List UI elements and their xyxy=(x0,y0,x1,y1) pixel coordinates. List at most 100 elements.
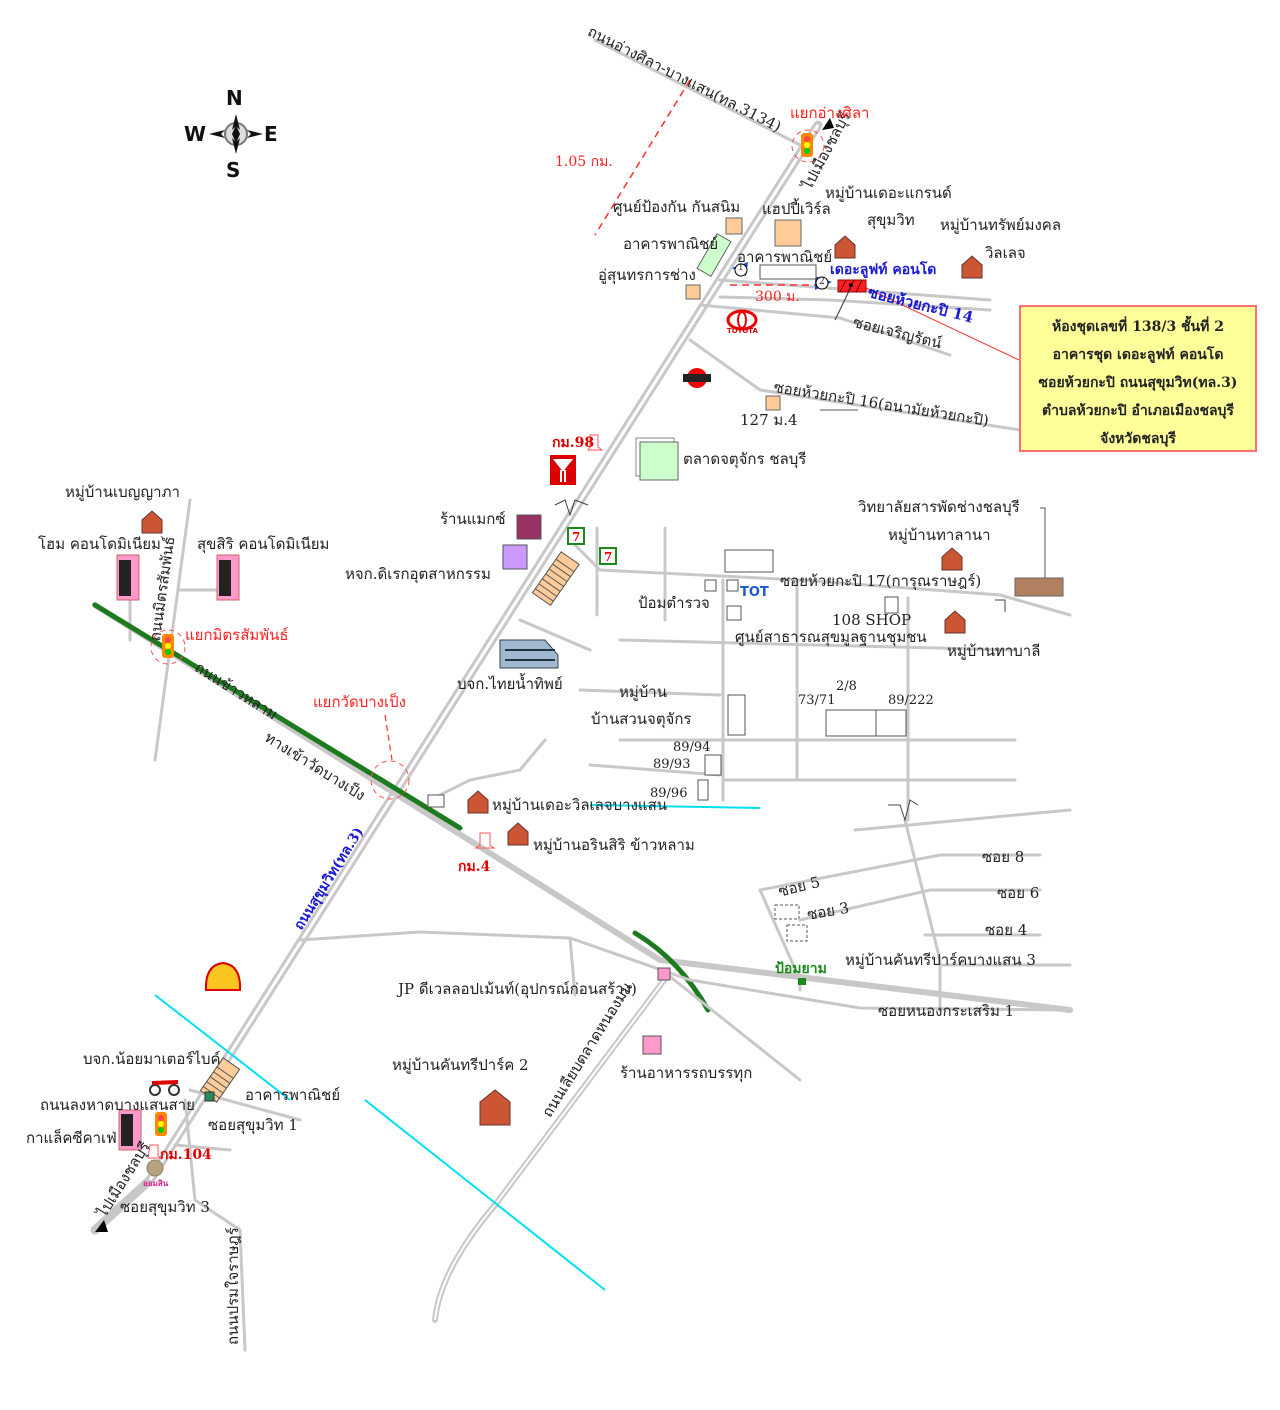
label-soi-8: ซอย 8 xyxy=(982,848,1025,866)
label-rot-bantuk-restaurant: ร้านอาหารรถบรรทุก xyxy=(620,1064,753,1082)
toyota-logo-icon xyxy=(726,309,758,331)
khao-lam-road xyxy=(92,602,463,831)
label-country-park-3: หมู่บ้านคันทรีปาร์คบางแสน 3 xyxy=(845,951,1036,969)
label-the-grand-village: หมู่บ้านเดอะแกรนด์ xyxy=(825,184,952,202)
building-max-shop xyxy=(516,514,542,540)
label-home-condo: โฮม คอนโดมิเนียม xyxy=(38,535,161,553)
label-lot-89-222: 89/222 xyxy=(888,693,934,708)
info-line: ซอยห้วยกะปิ ถนนสุขุมวิท(ทล.3) xyxy=(1038,375,1238,391)
seven-eleven-icon: 7 7 xyxy=(567,527,617,565)
ang-sila-road xyxy=(593,38,812,152)
label-lot-89-96: 89/96 xyxy=(650,786,688,801)
label-soontorn-garage: อู่สุนทรการช่าง xyxy=(598,266,696,284)
guard-post-icon xyxy=(798,978,806,985)
marker-2: 2 xyxy=(819,277,825,287)
tech-college-icon xyxy=(1014,577,1064,597)
info-line: ตำบลห้วยกะปิ อำเภอเมืองชลบุรี xyxy=(1042,403,1234,419)
label-tabali-village: หมู่บ้านทาบาลี xyxy=(947,642,1041,660)
building-commercial-1 xyxy=(696,232,732,278)
cyan-line-1 xyxy=(154,994,291,1101)
label-jatujak-market: ตลาดจตุจักร ชลบุรี xyxy=(683,450,807,468)
label-direct-industrial: หจก.ดิเรกอุตสาหกรรม xyxy=(345,565,491,583)
label-km104: กม.104 xyxy=(160,1147,212,1163)
label-soi-sukhumvit-1: ซอยสุขุมวิท 1 xyxy=(208,1116,298,1134)
north-arrow-icon xyxy=(822,118,834,130)
km-post-icon xyxy=(147,1144,163,1159)
km-post-icon xyxy=(587,434,604,451)
label-soi-sukhumvit-3: ซอยสุขุมวิท 3 xyxy=(120,1198,210,1216)
label-chonburi-tech-college: วิทยาลัยสารพัดช่างชลบุรี xyxy=(858,498,1020,516)
label-lot-89-94: 89/94 xyxy=(673,740,711,755)
soi-huai-kapi-16-road xyxy=(688,338,1022,432)
label-distance-condo: 300 ม. xyxy=(755,289,800,305)
label-ang-sila-intersection: แยกอ่างศิลา xyxy=(790,104,870,122)
label-lot-2-8: 2/8 xyxy=(836,679,857,694)
wat-bang-plueng-circle xyxy=(370,760,410,800)
label-sub-mongkol-village: หมู่บ้านทรัพย์มงคล xyxy=(940,216,1062,234)
green-road-segment xyxy=(632,930,711,1013)
mitsamphan-circle xyxy=(150,629,186,665)
label-soi-6: ซอย 6 xyxy=(997,884,1040,902)
label-prom-chairat-road: ถนนปรมใจราษฎร์ xyxy=(224,1227,242,1345)
label-happy-world: แฮปปี้เวิร์ล xyxy=(762,200,831,218)
south-arrow-icon xyxy=(95,1220,108,1232)
label-lot-73-71: 73/71 xyxy=(798,693,836,708)
address-info-box: ห้องชุดเลขที่ 138/3 ชั้นที่ 2 อาคารชุด เ… xyxy=(1019,305,1257,452)
label-suksiri-condo: สุขสิริ คอนโดมิเนียม xyxy=(197,535,330,553)
sukhumvit-road xyxy=(90,120,823,1235)
label-aomsin-bank: ออมสิน xyxy=(143,1179,169,1188)
label-soi-4: ซอย 4 xyxy=(985,921,1028,939)
traffic-light-icon xyxy=(801,133,813,157)
label-country-park-2: หมู่บ้านคันทรีปาร์ค 2 xyxy=(392,1056,529,1074)
label-public-health-center: ศูนย์สาธารณสุขมูลฐานชุมชน xyxy=(735,628,927,646)
soi-charoen-rat-road xyxy=(698,303,952,357)
isuzu-logo-icon xyxy=(550,455,576,485)
marker-1: 1 xyxy=(738,263,744,273)
label-lot-89-93: 89/93 xyxy=(653,757,691,772)
info-line: จังหวัดชลบุรี xyxy=(1100,431,1176,447)
km-post-icon xyxy=(474,832,496,849)
info-line: ห้องชุดเลขที่ 138/3 ชั้นที่ 2 xyxy=(1052,319,1224,335)
label-soi-huai-kapi-17: ซอยห้วยกะปิ 17(การุณราษฎร์) xyxy=(780,572,982,590)
label-soi-nong-krasoem-1: ซอยหนองกระเสริม 1 xyxy=(878,1002,1015,1020)
distance-line-1 xyxy=(594,79,691,236)
building-commercial-2 xyxy=(759,264,817,280)
label-the-grand-village-2: สุขุมวิท xyxy=(867,211,915,229)
nissan-logo-icon xyxy=(683,368,711,388)
label-the-loft-condo[interactable]: เดอะลูฟท์ คอนโด xyxy=(830,262,937,278)
compass-west: W xyxy=(184,122,207,146)
ang-sila-circle xyxy=(791,129,825,163)
info-line: อาคารชุด เดอะลูฟท์ คอนโด xyxy=(1052,347,1224,363)
building-striped-1 xyxy=(531,551,580,607)
compass-south: S xyxy=(226,158,241,182)
label-toyota: TOYOTA xyxy=(727,327,758,335)
label-km4: กม.4 xyxy=(458,859,491,875)
label-mitsamphan-intersection: แยกมิตรสัมพันธ์ xyxy=(185,626,289,644)
label-village-bang-saen: หมู่บ้านเดอะวิลเลจบางแสน xyxy=(492,796,667,814)
label-distance-ang-sila: 1.05 กม. xyxy=(555,154,613,170)
building-jatujak-market xyxy=(639,441,679,481)
label-talana-village: หมู่บ้านทาลานา xyxy=(888,526,991,544)
building-thai-namthip-icon xyxy=(499,639,559,669)
compass-north: N xyxy=(226,86,243,110)
local-streets xyxy=(518,526,1072,832)
label-long-had-road: ถนนลงหาดบางแสนสาย xyxy=(40,1096,195,1114)
mitsamphan-road xyxy=(153,498,192,762)
soi-huai-kapi-17-road xyxy=(568,538,1072,617)
svg-text:7: 7 xyxy=(604,550,612,564)
label-tot: TOT xyxy=(740,585,769,600)
house-icons xyxy=(141,235,983,1126)
label-sub-mongkol-village-2: วิลเลจ xyxy=(985,244,1026,262)
label-house-127: 127 ม.4 xyxy=(740,411,798,429)
building-happy-world xyxy=(774,219,802,247)
label-fire-prevention-center: ศูนย์ป้องกัน กันสนิม xyxy=(613,198,741,216)
compass-rose-icon xyxy=(209,114,263,154)
label-wat-bang-plueng-intersection: แยกวัดบางเป็ง xyxy=(313,693,406,711)
building-direct-industrial xyxy=(502,544,528,570)
label-police-box: ป้อมตำรวจ xyxy=(638,594,710,612)
label-km98: กม.98 xyxy=(552,435,595,451)
building-fire-prevention xyxy=(725,217,743,235)
shell-logo-icon xyxy=(204,961,242,991)
traffic-light-icon xyxy=(162,634,174,658)
label-jp-development: JP ดีเวลลอปเม้นท์(อุปกรณ์ก่อนสร้าง) xyxy=(398,980,637,998)
